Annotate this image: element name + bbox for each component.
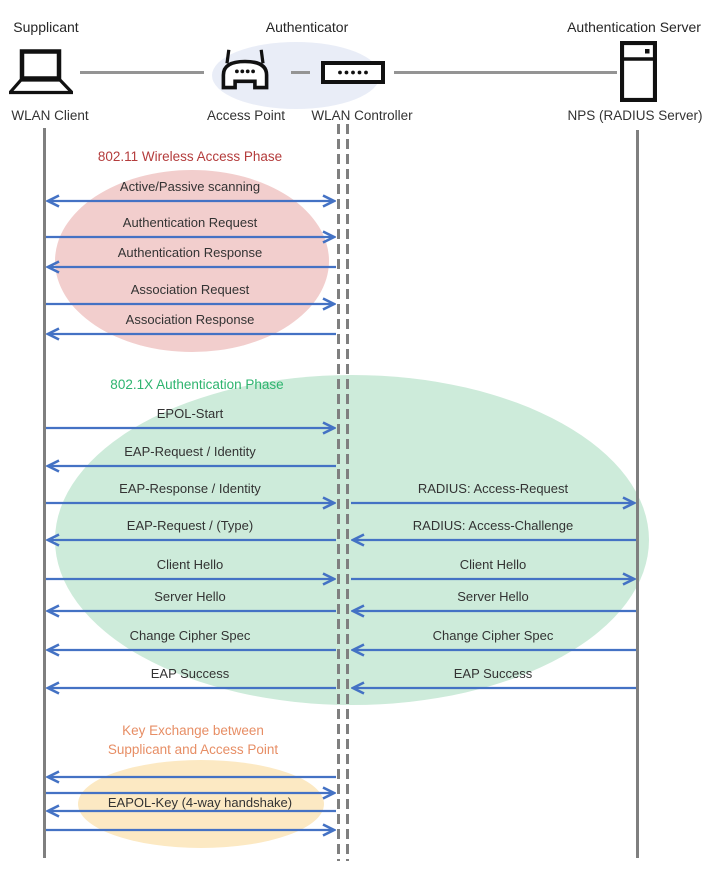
message-label: RADIUS: Access-Request: [417, 481, 569, 496]
message-arrow-right: [46, 421, 336, 435]
lifeline-radius-server: [636, 130, 639, 858]
message-arrow-left: [46, 604, 336, 618]
device-label-access-point: Access Point: [206, 108, 286, 123]
role-label-supplicant: Supplicant: [13, 19, 79, 35]
message-label: Client Hello: [156, 557, 224, 572]
message-label: Server Hello: [457, 589, 529, 604]
device-label-wlan-client: WLAN Client: [11, 108, 89, 123]
phase-3-title: Key Exchange between Supplicant and Acce…: [107, 723, 279, 757]
message-label: Association Request: [130, 282, 250, 297]
wlan-controller-icon: [321, 61, 385, 84]
lifeline-wlan-controller-outer: [337, 124, 340, 861]
message-label: Server Hello: [154, 589, 226, 604]
message-label: EAP-Response / Identity: [119, 481, 261, 496]
message-arrow-left: [46, 643, 336, 657]
lifeline-wlan-controller-inner: [346, 124, 349, 861]
connector-line-right: [394, 71, 617, 74]
phase-1-title: 802.11 Wireless Access Phase: [97, 149, 283, 164]
device-label-wlan-controller: WLAN Controller: [311, 108, 413, 123]
message-arrow-left: [351, 681, 636, 695]
message-arrow-left: [46, 804, 336, 818]
message-label: Client Hello: [459, 557, 527, 572]
message-arrow-left: [46, 533, 336, 547]
device-label-nps-radius-server: NPS (RADIUS Server): [567, 108, 703, 123]
message-arrow-left: [46, 770, 336, 784]
message-label: Active/Passive scanning: [119, 179, 261, 194]
message-label: Change Cipher Spec: [432, 628, 554, 643]
message-label: RADIUS: Access-Challenge: [412, 518, 574, 533]
message-arrow-right: [351, 496, 636, 510]
laptop-icon: [9, 49, 73, 95]
message-arrow-both: [46, 194, 336, 208]
message-label: Change Cipher Spec: [129, 628, 251, 643]
message-label: EPOL-Start: [156, 406, 224, 421]
message-arrow-right: [46, 297, 336, 311]
message-label: EAP Success: [150, 666, 230, 681]
message-label: Association Response: [125, 312, 255, 327]
connector-line-left: [80, 71, 204, 74]
message-arrow-left: [351, 533, 636, 547]
message-label: Authentication Response: [117, 245, 263, 260]
message-arrow-left: [46, 459, 336, 473]
lifeline-wlan-client: [43, 128, 46, 858]
role-label-authenticator: Authenticator: [265, 19, 349, 35]
message-arrow-left: [351, 643, 636, 657]
message-arrow-right: [351, 572, 636, 586]
phase-2-title: 802.1X Authentication Phase: [110, 377, 284, 392]
message-label: EAP Success: [453, 666, 533, 681]
role-label-authentication-server: Authentication Server: [567, 19, 701, 35]
message-arrow-right: [46, 496, 336, 510]
message-arrow-left: [46, 681, 336, 695]
message-arrow-right: [46, 823, 336, 837]
connector-line-middle: [291, 71, 310, 74]
message-label: EAPOL-Key (4-way handshake): [107, 795, 293, 810]
message-arrow-left: [46, 260, 336, 274]
message-label: Authentication Request: [122, 215, 258, 230]
message-label: EAP-Request / Identity: [124, 444, 256, 459]
message-label: EAP-Request / (Type): [126, 518, 254, 533]
server-icon: [620, 41, 657, 102]
message-arrow-left: [46, 327, 336, 341]
message-arrow-right: [46, 230, 336, 244]
access-point-icon: [221, 49, 269, 90]
message-arrow-right: [46, 786, 336, 800]
message-arrow-right: [46, 572, 336, 586]
message-arrow-left: [351, 604, 636, 618]
phase-3-ellipse: [78, 760, 324, 848]
